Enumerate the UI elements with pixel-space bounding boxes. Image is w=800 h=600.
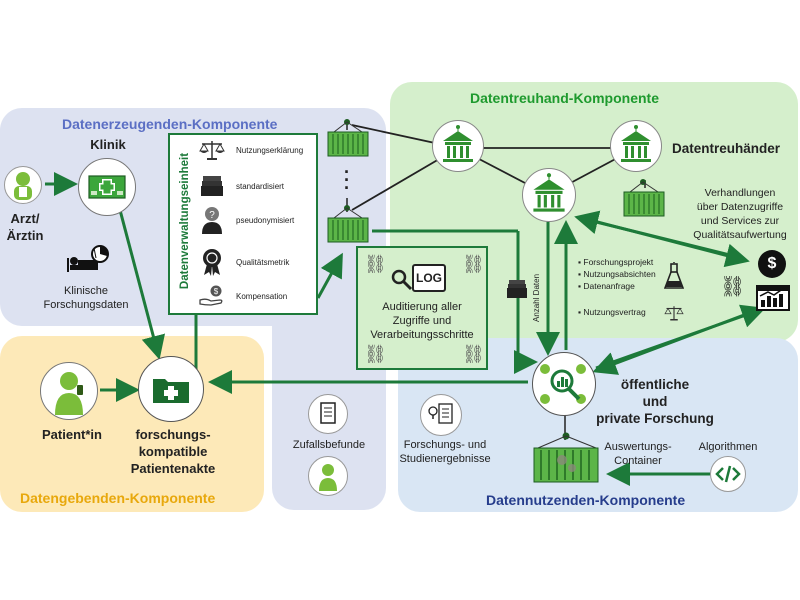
medical-folder-icon bbox=[153, 379, 189, 403]
giver-region-title: Datengebenden-Komponente bbox=[20, 490, 216, 506]
admin-item-label: Qualitätsmetrik bbox=[236, 257, 290, 267]
data-container-icon bbox=[327, 205, 369, 243]
algorithms-circle bbox=[710, 456, 746, 492]
data-container-icon bbox=[623, 179, 665, 217]
admin-unit-title: Datenverwaltungseinheit bbox=[179, 152, 191, 290]
log-document-icon: LOG bbox=[412, 264, 446, 292]
producer-region-title: Datenerzeugenden-Komponente bbox=[62, 116, 278, 132]
list-item: ▪ Forschungsprojekt bbox=[578, 257, 654, 267]
patient-record-label: forschungs- kompatible Patientenakte bbox=[130, 427, 216, 476]
negotiation-text: Verhandlungen über Datenzugriffe und Ser… bbox=[693, 187, 787, 241]
chain-link-icon: ⛓ bbox=[462, 344, 485, 364]
log-label: LOG bbox=[416, 271, 442, 285]
count-label: Anzahl Daten bbox=[532, 273, 541, 322]
doctor-label: Arzt/ Ärztin bbox=[6, 211, 44, 243]
patient-label: Patient*in bbox=[42, 427, 102, 442]
clinic-label: Klinik bbox=[90, 137, 126, 152]
doctor-avatar-icon bbox=[4, 166, 42, 204]
analytics-dashboard-icon bbox=[756, 282, 790, 317]
clinic-circle bbox=[78, 158, 136, 216]
chain-link-icon: ⛓ bbox=[364, 254, 387, 274]
results-circle bbox=[420, 394, 462, 436]
institution-icon bbox=[443, 125, 473, 162]
chain-link-icon: ⛓ bbox=[462, 254, 485, 274]
magnifier-icon bbox=[390, 268, 414, 297]
admin-item-label: pseudonymisiert bbox=[236, 215, 295, 225]
admin-item-label: Kompensation bbox=[236, 291, 288, 301]
algorithms-label: Algorithmen bbox=[698, 441, 758, 453]
list-item: ▪ Nutzungsvertrag bbox=[578, 307, 646, 317]
results-label: Forschungs- und Studienergebnisse bbox=[399, 439, 491, 465]
dollar-icon: $ bbox=[758, 250, 786, 278]
research-circle bbox=[532, 352, 596, 416]
hospital-icon bbox=[88, 175, 126, 199]
chain-link-icon: ⛓ bbox=[364, 344, 387, 364]
admin-item-label: standardisiert bbox=[236, 181, 285, 191]
award-badge-icon bbox=[198, 249, 226, 276]
institution-icon bbox=[533, 173, 565, 212]
patient-circle bbox=[40, 362, 98, 420]
trustee-node bbox=[522, 168, 576, 222]
user-region-title: Datennutzenden-Komponente bbox=[486, 492, 686, 508]
findings-doc-circle bbox=[308, 394, 348, 434]
trustee-label: Datentreuhänder bbox=[672, 141, 781, 156]
scales-icon bbox=[198, 137, 226, 163]
patient-bed-icon bbox=[66, 244, 109, 274]
findings-person-circle bbox=[308, 456, 348, 496]
person-avatar-icon bbox=[319, 464, 337, 491]
giver-region bbox=[0, 336, 264, 512]
ellipsis-dots: ··· bbox=[344, 162, 350, 198]
request-list: ▪ Forschungsprojekt ▪ Nutzungsabsichten … bbox=[578, 256, 678, 318]
data-container-icon bbox=[327, 119, 369, 157]
random-findings-label: Zufallsbefunde bbox=[292, 439, 366, 451]
folder-stack-icon bbox=[506, 278, 528, 305]
trustee-node bbox=[610, 120, 662, 172]
evaluation-container-icon bbox=[533, 432, 599, 483]
scales-icon bbox=[664, 304, 684, 327]
list-item: ▪ Nutzungsabsichten bbox=[578, 269, 656, 279]
svg-text:?: ? bbox=[209, 210, 215, 221]
list-item: ▪ Datenanfrage bbox=[578, 281, 635, 291]
folder-stack-icon bbox=[198, 173, 226, 199]
patient-record-circle bbox=[138, 356, 204, 422]
hand-coin-icon: $ bbox=[198, 283, 226, 309]
anonymous-person-icon: ? bbox=[198, 207, 226, 234]
flask-icon bbox=[663, 261, 685, 295]
research-analytics-icon bbox=[540, 364, 586, 404]
idea-document-icon bbox=[428, 403, 453, 424]
code-icon bbox=[715, 465, 741, 483]
clinical-data-label: Klinische Forschungsdaten bbox=[43, 285, 129, 311]
trustee-node bbox=[432, 120, 484, 172]
admin-item-label: Nutzungserklärung bbox=[236, 145, 304, 155]
admin-unit-box: Datenverwaltungseinheit Nutzungserklärun… bbox=[168, 133, 318, 315]
trustee-region-title: Datentreuhand-Komponente bbox=[470, 90, 659, 106]
chain-link-icon: ⛓ bbox=[720, 276, 746, 298]
patient-avatar-icon bbox=[55, 372, 83, 415]
audit-text: Auditierung aller Zugriffe und Verarbeit… bbox=[370, 301, 474, 341]
container-label: Auswertungs- Container bbox=[604, 441, 672, 467]
document-icon bbox=[320, 402, 336, 424]
audit-box: ⛓ ⛓ ⛓ ⛓ LOG Auditierung aller Zugriffe u… bbox=[356, 246, 488, 370]
research-label: öffentliche und private Forschung bbox=[596, 377, 714, 426]
institution-icon bbox=[621, 125, 651, 162]
svg-text:$: $ bbox=[214, 287, 219, 296]
